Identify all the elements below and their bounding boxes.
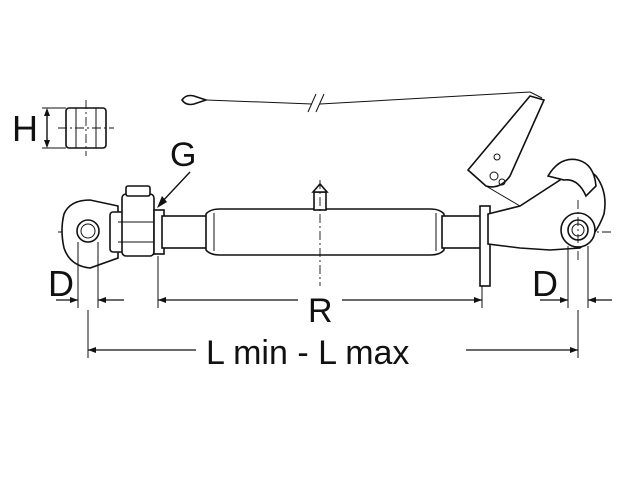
right-thread-rod: [441, 205, 491, 287]
pin-diameter-right-dimension: [540, 246, 612, 308]
adjusting-tube: [205, 180, 445, 286]
left-thread-rod: [161, 215, 209, 249]
adjust-range-dimension: [157, 256, 483, 308]
thread-label: G: [170, 136, 196, 174]
release-lever: [466, 95, 546, 207]
thread-leader-arrow: [157, 196, 167, 208]
pin-diameter-right-label: D: [532, 263, 558, 304]
adjust-range-label: R: [308, 292, 333, 330]
pin-diameter-left-dimension: [56, 242, 124, 308]
release-cord: [181, 91, 543, 113]
overall-length-dimension: [87, 310, 579, 358]
hook-end: [487, 158, 606, 260]
height-label: H: [12, 108, 38, 149]
left-eye-end: [61, 185, 165, 269]
height-detail: [42, 100, 114, 156]
thread-leader: [159, 171, 191, 205]
pin-diameter-left-label: D: [48, 263, 74, 304]
overall-length-label: L min - L max: [206, 334, 409, 372]
